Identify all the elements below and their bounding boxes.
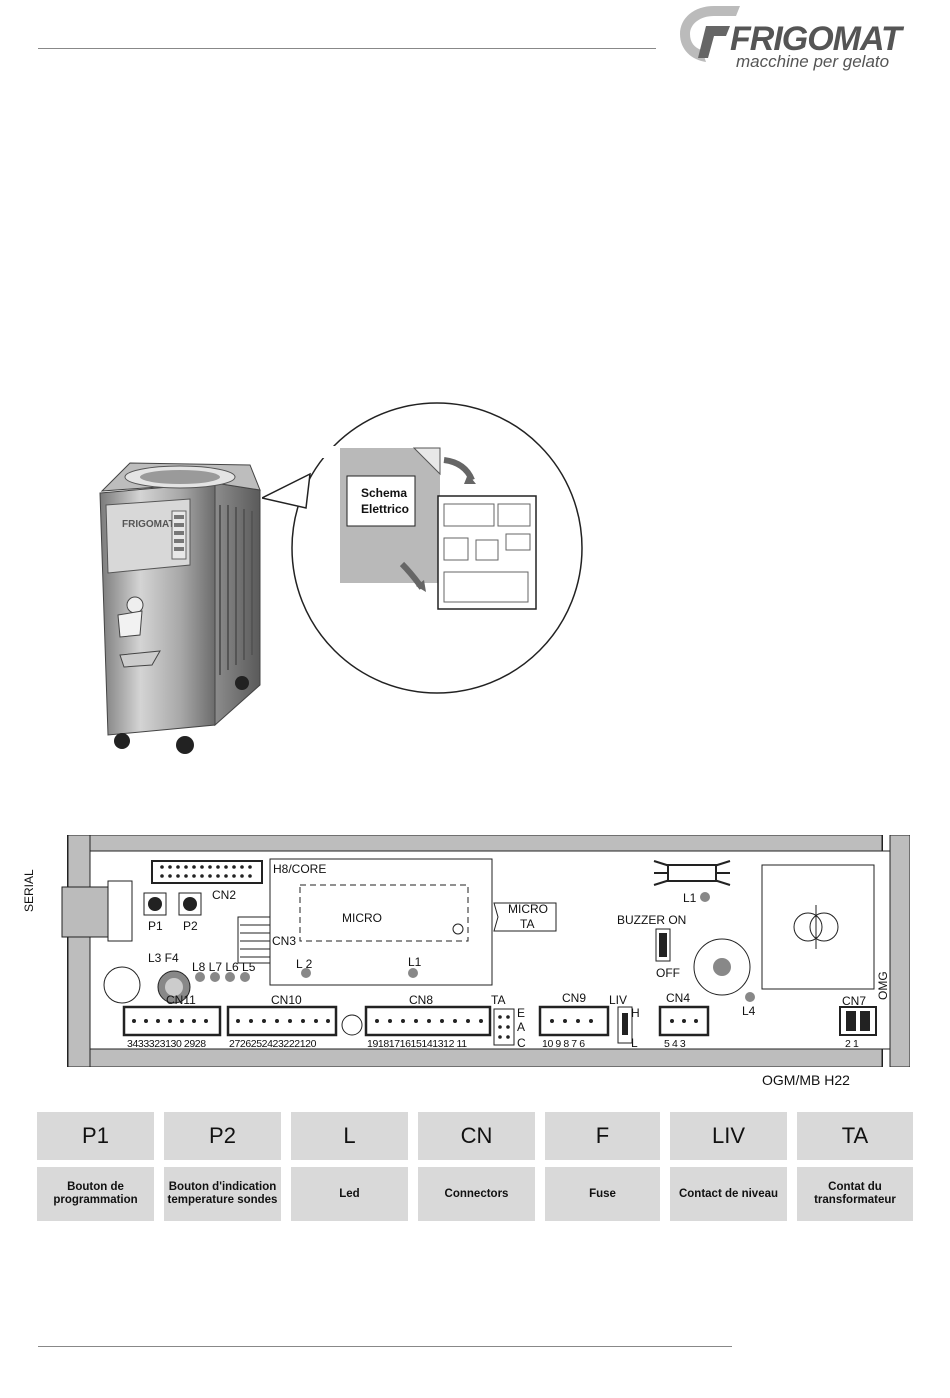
legend-code-liv: LIV (670, 1112, 787, 1160)
legend-code-l: L (291, 1112, 408, 1160)
label-cn2: CN2 (212, 888, 237, 902)
legend-desc-f: Fuse (545, 1167, 660, 1221)
label-ta: TA (491, 993, 506, 1007)
legend-desc-p1: Bouton de programmation (37, 1167, 154, 1221)
legend-desc-p2: Bouton d'indication temperature sondes (164, 1167, 281, 1221)
label-cn3: CN3 (272, 934, 297, 948)
label-leds: L8 L7 L6 L5 (192, 960, 256, 974)
label-off: OFF (656, 966, 680, 980)
label-l1-mid: L1 (408, 955, 422, 969)
label-cn4: CN4 (666, 991, 691, 1005)
label-l3-f4: L3 F4 (148, 951, 179, 965)
pins-cn10: 2726252423222120 (229, 1038, 317, 1050)
label-c: C (517, 1036, 526, 1050)
label-serial: SERIAL (22, 869, 36, 912)
label-micro-ta-1: MICRO (508, 902, 548, 916)
header-rule (38, 48, 656, 49)
legend-code-p2: P2 (164, 1112, 281, 1160)
label-p1: P1 (148, 919, 163, 933)
label-cn7: CN7 (842, 994, 867, 1008)
label-liv: LIV (609, 993, 628, 1007)
legend-code-f: F (545, 1112, 660, 1160)
brand-tagline: macchine per gelato (736, 52, 890, 71)
label-omg: OMG (876, 971, 890, 1000)
magnifier-bubble (262, 402, 583, 694)
legend-desc-l: Led (291, 1167, 408, 1221)
label-cn10: CN10 (271, 993, 302, 1007)
brand-name: FRIGOMAT (730, 20, 902, 58)
machine-illustration: FRIGOMAT (99, 462, 261, 754)
legend-desc-liv: Contact de niveau (670, 1167, 787, 1221)
label-cn8: CN8 (409, 993, 434, 1007)
pins-cn4: 5 4 3 (664, 1038, 686, 1050)
label-cn9: CN9 (562, 991, 587, 1005)
label-l1-top: L1 (683, 891, 697, 905)
legend-desc-ta: Contat du transformateur (797, 1167, 913, 1221)
frigomat-logo-icon (680, 6, 740, 62)
pins-cn11: 3433323130 2928 (127, 1038, 206, 1050)
circuit-board-diagram (61, 835, 910, 1067)
legend-code-p1: P1 (37, 1112, 154, 1160)
pins-cn7: 2 1 (845, 1038, 859, 1050)
label-a: A (517, 1020, 526, 1034)
label-buzzer-on: BUZZER ON (617, 913, 687, 927)
label-micro: MICRO (342, 911, 382, 925)
label-cn11: CN11 (166, 993, 196, 1007)
board-model: OGM/MB H22 (762, 1072, 850, 1088)
footer-rule (38, 1346, 732, 1347)
label-l4: L4 (742, 1004, 756, 1018)
legend-desc-cn: Connectors (418, 1167, 535, 1221)
label-h8-core: H8/CORE (273, 862, 327, 876)
legend-code-cn: CN (418, 1112, 535, 1160)
label-p2: P2 (183, 919, 198, 933)
label-l: L (631, 1036, 638, 1050)
callout-line-1: Schema (361, 486, 408, 500)
label-micro-ta-2: TA (520, 917, 535, 931)
callout-line-2: Elettrico (361, 502, 410, 516)
pins-cn8: 1918171615141312 11 (367, 1038, 467, 1050)
label-l2: L 2 (296, 957, 313, 971)
svg-text:FRIGOMAT: FRIGOMAT (122, 519, 175, 530)
pins-cn9: 10 9 8 7 6 (542, 1038, 585, 1050)
label-h: H (631, 1006, 640, 1020)
label-e: E (517, 1006, 526, 1020)
legend-code-ta: TA (797, 1112, 913, 1160)
